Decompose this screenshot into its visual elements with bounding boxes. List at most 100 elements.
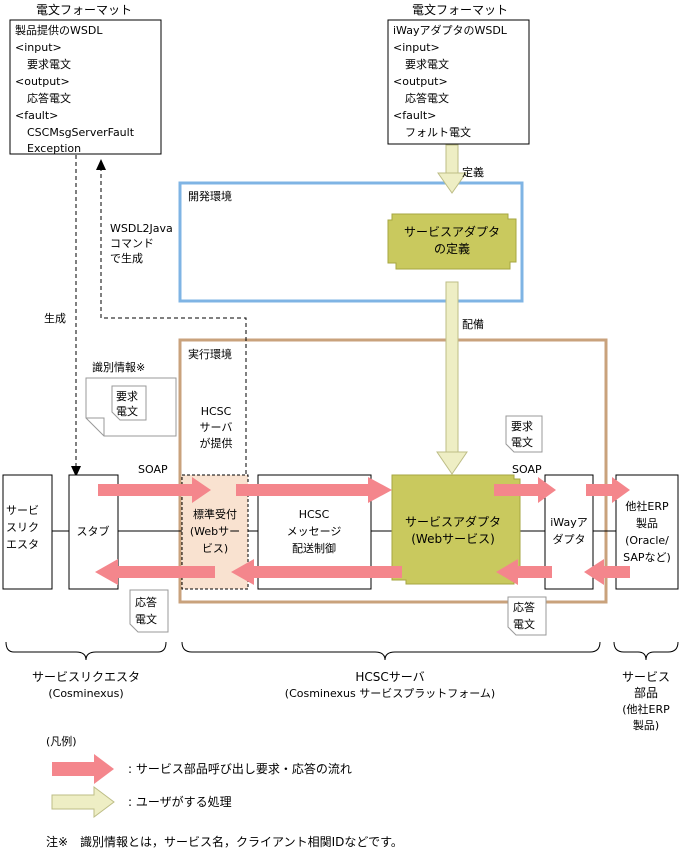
group-parts-line: (他社ERP — [622, 702, 670, 716]
dev-env-label: 開発環境 — [188, 189, 232, 203]
doc-req-left-line: 電文 — [116, 404, 138, 418]
requester-line: エスタ — [6, 538, 39, 551]
doc-response-right: 応答 電文 — [507, 596, 547, 636]
hcsc-msg-line: メッセージ — [287, 525, 342, 538]
wsdl-right-line: <fault> — [393, 109, 436, 122]
wsdl-left-title: 製品提供のWSDL — [15, 23, 103, 37]
group-parts-line: サービス — [622, 670, 670, 684]
wsdl-left-line: <output> — [15, 75, 70, 88]
brace-server — [181, 641, 601, 661]
group-parts-line: 部品 — [634, 685, 658, 700]
pink-request-arrows — [98, 477, 630, 503]
hcsc-provided-line: HCSC — [201, 405, 232, 418]
generate-dashed-arrow — [71, 155, 81, 477]
doc-response-left: 応答 電文 — [129, 589, 169, 633]
legend-pink-arrow — [52, 754, 114, 784]
shikibetsu-label: 識別情報※ — [92, 361, 145, 374]
erp-line: (Oracle/ — [625, 534, 669, 547]
brace-requester — [5, 641, 167, 661]
wsdl-right-line: 要求電文 — [405, 57, 449, 71]
adapter-line: サービスアダプタ — [405, 514, 501, 529]
wsdl-left-line: 応答電文 — [27, 91, 71, 105]
doc-req-left-line: 要求 — [116, 390, 138, 403]
seisei-label: 生成 — [44, 311, 66, 325]
iway-line: ダプタ — [553, 532, 586, 546]
erp-line: 他社ERP — [625, 499, 669, 513]
wsdl-right-line: <output> — [393, 75, 448, 88]
adapter-def-line: の定義 — [434, 241, 470, 256]
teigi-label: 定義 — [462, 165, 484, 179]
wsdl-left-line: <input> — [15, 41, 62, 54]
adapter-definition-box — [387, 213, 517, 270]
soap-label-right: SOAP — [512, 463, 542, 476]
wsdl2java-line: WSDL2Java — [110, 222, 173, 235]
iway-line: iWayア — [550, 516, 587, 529]
wsdl-right-line: フォルト電文 — [405, 125, 471, 139]
hcsc-provided-line: サーバ — [200, 421, 233, 434]
doc-req-right-line: 要求 — [511, 420, 533, 433]
legend-cream-label: : ユーザがする処理 — [128, 794, 232, 809]
adapter-def-line: サービスアダプタ — [404, 224, 500, 239]
pink-arrow-res — [231, 559, 402, 585]
requester-line: サービ — [6, 504, 39, 517]
wsdl-left-header: 電文フォーマット — [36, 2, 132, 17]
wsdl2java-line: で生成 — [110, 251, 143, 265]
group-requester-line: サービスリクエスタ — [32, 670, 140, 684]
wsdl-left-line: Exception — [27, 142, 81, 155]
pink-arrow-req — [586, 477, 630, 503]
pink-arrow-res — [584, 559, 630, 585]
footnote: 注※ 識別情報とは，サービス名，クライアント相関IDなどです。 — [46, 834, 403, 849]
exec-env-frame — [178, 338, 608, 604]
group-parts-line: 製品) — [633, 718, 659, 732]
wsdl-left-line: <fault> — [15, 109, 58, 122]
cream-arrow-define — [437, 144, 467, 194]
hcsc-msg-line: HCSC — [299, 508, 330, 521]
wsdl-format-right: 電文フォーマット iWayアダプタのWSDL <input> 要求電文 <out… — [387, 2, 530, 145]
wsdl-right-header: 電文フォーマット — [412, 2, 508, 17]
receiver-line: (Webサー — [190, 525, 240, 538]
receiver-line: 標準受付 — [193, 507, 237, 521]
dev-env-frame — [178, 181, 524, 303]
haibi-label: 配備 — [462, 318, 484, 331]
wsdl-right-title: iWayアダプタのWSDL — [393, 23, 508, 37]
service-requester-box: サービ スリク エスタ — [2, 474, 53, 590]
adapter-line: (Webサービス) — [411, 532, 495, 546]
requester-line: スリク — [6, 521, 39, 534]
hcsc-provided-line: が提供 — [200, 436, 233, 450]
erp-line: SAPなど) — [623, 551, 671, 564]
legend-pink-label: : サービス部品呼び出し要求・応答の流れ — [128, 761, 352, 776]
pink-arrow-req — [236, 477, 392, 503]
iway-adapter-box: iWayア ダプタ — [544, 474, 594, 590]
hcsc-msg-line: 配送制御 — [292, 541, 336, 555]
cream-arrow-deploy — [436, 281, 468, 475]
receiver-line: ビス) — [202, 542, 228, 555]
legend-title: (凡例) — [46, 734, 77, 748]
legend-cream-arrow — [51, 786, 115, 818]
doc-res-left-line: 電文 — [135, 612, 157, 626]
doc-request-right: 要求 電文 — [505, 415, 543, 453]
brace-parts — [613, 641, 679, 661]
wsdl-right-line: <input> — [393, 41, 440, 54]
wsdl-right-line: 応答電文 — [405, 91, 449, 105]
stub-label: スタブ — [77, 524, 110, 538]
wsdl-left-line: CSCMsgServerFault — [27, 126, 135, 139]
pink-arrow-res — [95, 559, 215, 585]
id-info-document: 要求 電文 — [85, 377, 177, 437]
soap-label-left: SOAP — [138, 463, 168, 476]
exec-env-label: 実行環境 — [188, 347, 232, 361]
wsdl2java-dashed-arrow — [96, 159, 247, 474]
wsdl-left-line: 要求電文 — [27, 57, 71, 71]
erp-line: 製品 — [636, 516, 658, 530]
pink-response-arrows — [95, 559, 630, 585]
wsdl-format-left: 電文フォーマット 製品提供のWSDL <input> 要求電文 <output>… — [9, 2, 162, 155]
doc-req-right-line: 電文 — [511, 435, 533, 449]
pink-arrow-req — [98, 477, 211, 503]
group-server-line: (Cosminexus サービスプラットフォーム) — [285, 687, 495, 700]
doc-res-right-line: 応答 — [513, 600, 535, 614]
doc-res-left-line: 応答 — [135, 595, 157, 609]
pink-arrow-req — [494, 477, 556, 503]
doc-res-right-line: 電文 — [513, 617, 535, 631]
group-requester-line: (Cosminexus) — [48, 687, 123, 700]
service-adapter-box: サービスアダプタ (Webサービス) — [391, 474, 521, 585]
